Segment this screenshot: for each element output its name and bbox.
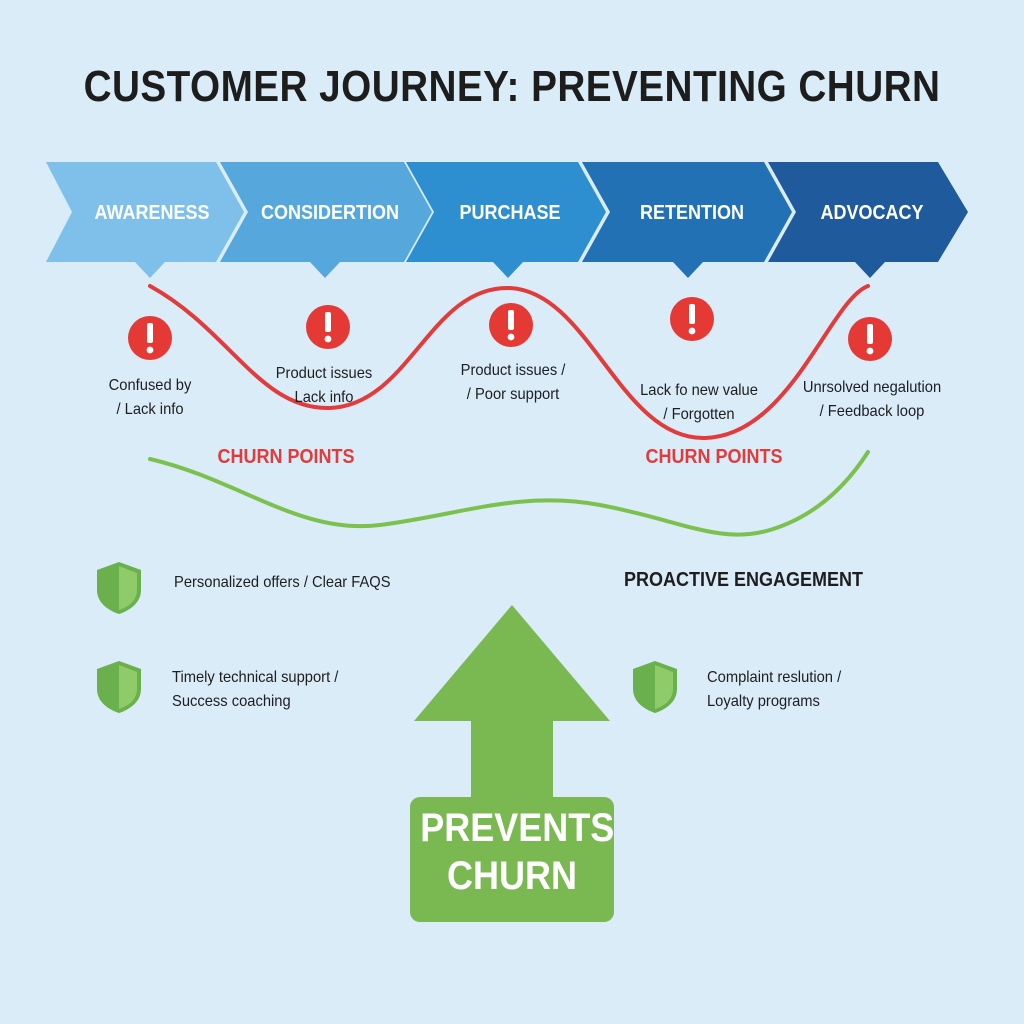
stage-label: CONSIDERTION <box>261 202 399 224</box>
pain-point-line: Confused by <box>108 377 192 394</box>
stage-label: RETENTION <box>640 202 744 224</box>
stage-label: ADVOCACY <box>821 202 924 224</box>
stage-chevron-shape <box>406 162 606 278</box>
shield-icon <box>97 562 141 614</box>
exclamation-icon <box>128 316 172 360</box>
shield-icon <box>97 661 141 713</box>
stage-advocacy: ADVOCACY <box>768 162 968 278</box>
solution-line: Success coaching <box>172 693 291 710</box>
pain-point-awareness: Confused by / Lack info <box>67 374 233 422</box>
stage-consideration: CONSIDERTION <box>220 162 432 278</box>
prevents-line: PREVENTS <box>420 806 615 850</box>
pain-point-line: / Poor support <box>466 386 560 403</box>
prevents-line: CHURN <box>447 854 577 898</box>
shield-icon <box>633 661 677 713</box>
churn-points-label: CHURN POINTS <box>217 446 355 468</box>
stage-retention: RETENTION <box>582 162 792 278</box>
stage-chevron-shape <box>768 162 968 278</box>
pain-point-advocacy: Unrsolved negalution / Feedback loop <box>780 376 964 424</box>
solution-item: Complaint reslution / Loyalty programs <box>707 666 841 714</box>
pain-point-line: / Feedback loop <box>819 403 925 420</box>
solution-item: Personalized offers / Clear FAQS <box>174 571 391 595</box>
solution-line: Personalized offers / Clear FAQS <box>174 574 391 591</box>
up-arrow-icon <box>410 605 614 922</box>
stage-chevron-shape <box>220 162 432 278</box>
pain-point-line: / Forgotten <box>663 406 735 423</box>
stage-awareness: AWARENESS <box>46 162 244 278</box>
stage-chevrons: AWARENESS CONSIDERTION PURCHASE RETENTIO… <box>46 162 968 278</box>
exclamation-icon <box>306 305 350 349</box>
stage-chevron-shape <box>582 162 792 278</box>
page-title: CUSTOMER JOURNEY: PREVENTING CHURN <box>83 62 941 111</box>
exclamation-icon <box>848 317 892 361</box>
prevents-churn-label: PREVENTS CHURN <box>420 804 615 900</box>
pain-point-line: Unrsolved negalution <box>802 379 942 396</box>
churn-points-label: CHURN POINTS <box>645 446 783 468</box>
solution-line: Loyalty programs <box>707 693 820 710</box>
pain-point-line: Lack info <box>294 389 354 406</box>
stage-chevron-shape <box>46 162 244 278</box>
stage-label: PURCHASE <box>460 202 561 224</box>
stage-label: AWARENESS <box>95 202 210 224</box>
pain-point-line: Lack fo new value <box>640 382 758 399</box>
exclamation-icon <box>489 303 533 347</box>
solution-item: Timely technical support / Success coach… <box>172 666 338 714</box>
pain-point-line: Product issues / <box>460 362 566 379</box>
pain-point-line: Product issues <box>275 365 373 382</box>
solution-line: Timely technical support / <box>172 669 339 686</box>
solution-line: Complaint reslution / <box>707 669 842 686</box>
pain-point-consideration: Product issues Lack info <box>241 362 407 410</box>
pain-point-line: / Lack info <box>116 401 184 418</box>
churn-wave-line <box>148 284 870 441</box>
engagement-wave-line <box>148 450 870 537</box>
pain-point-purchase: Product issues / / Poor support <box>426 359 601 407</box>
proactive-engagement-label: PROACTIVE ENGAGEMENT <box>624 569 864 591</box>
stage-purchase: PURCHASE <box>406 162 606 278</box>
pain-point-retention: Lack fo new value / Forgotten <box>612 379 787 427</box>
exclamation-icon <box>670 297 714 341</box>
